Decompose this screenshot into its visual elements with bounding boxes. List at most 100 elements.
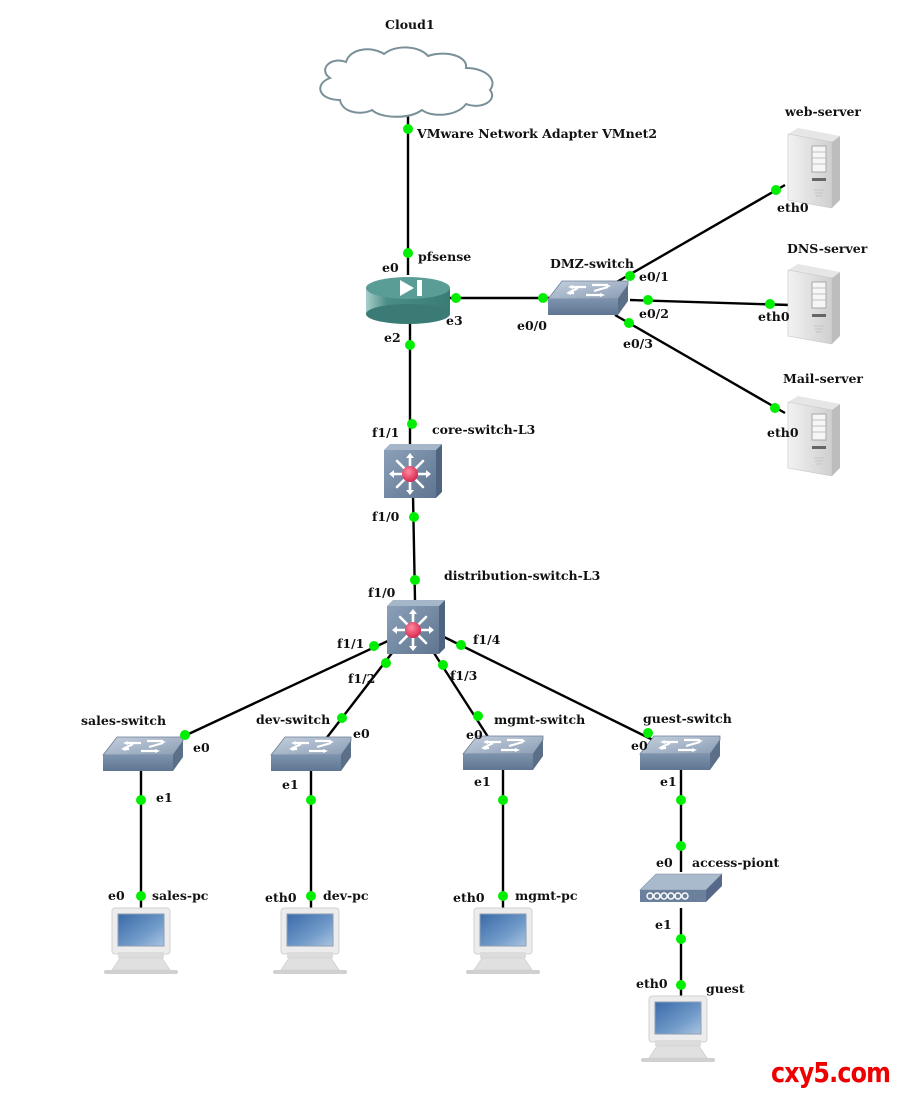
port-dot[interactable] xyxy=(369,641,379,651)
port-dot[interactable] xyxy=(403,248,413,258)
link-dist-guest[interactable] xyxy=(443,635,656,743)
port-label: f1/1 xyxy=(372,425,399,440)
port-dot[interactable] xyxy=(438,660,448,670)
watermark: cxy5.com xyxy=(770,1056,891,1089)
port-dot[interactable] xyxy=(498,795,508,805)
node-sales-switch[interactable]: sales-switch xyxy=(81,713,185,773)
port-label: eth0 xyxy=(777,200,809,215)
l3-switch-icon xyxy=(385,598,447,656)
sales-switch-label: sales-switch xyxy=(81,713,166,728)
port-label: eth0 xyxy=(767,425,799,440)
port-label: e1 xyxy=(474,774,491,789)
node-dev-switch[interactable]: dev-switch xyxy=(256,712,353,773)
port-dot[interactable] xyxy=(624,318,634,328)
port-label: e0 xyxy=(353,726,370,741)
node-sales-pc[interactable]: sales-pc xyxy=(103,888,209,975)
link-dmz-web[interactable] xyxy=(614,183,786,285)
node-pfsense[interactable]: pfsense xyxy=(366,249,471,324)
port-dot[interactable] xyxy=(405,340,415,350)
port-label: f1/4 xyxy=(473,632,501,647)
port-label: eth0 xyxy=(453,890,485,905)
sales-pc-label: sales-pc xyxy=(152,888,209,903)
node-mgmt-switch[interactable]: mgmt-switch xyxy=(461,712,585,772)
port-dot[interactable] xyxy=(676,841,686,851)
node-access-point[interactable]: access-piont xyxy=(639,855,779,902)
port-dot[interactable] xyxy=(337,713,347,723)
port-dot[interactable] xyxy=(407,419,417,429)
port-dot[interactable] xyxy=(676,980,686,990)
port-dot[interactable] xyxy=(625,271,635,281)
port-dot[interactable] xyxy=(306,795,316,805)
port-label: eth0 xyxy=(758,309,790,324)
port-label: f1/0 xyxy=(372,509,400,524)
switch-icon xyxy=(638,734,722,772)
port-dot[interactable] xyxy=(771,185,781,195)
port-label: e2 xyxy=(384,330,401,345)
link-dist-dev[interactable] xyxy=(324,652,393,741)
port-dot[interactable] xyxy=(136,891,146,901)
node-mail-server[interactable]: Mail-server xyxy=(783,371,863,477)
firewall-icon xyxy=(366,277,450,324)
server-icon xyxy=(787,263,841,345)
port-dot[interactable] xyxy=(180,730,190,740)
switch-icon xyxy=(101,735,185,773)
port-dot[interactable] xyxy=(456,640,466,650)
node-dev-pc[interactable]: dev-pc xyxy=(272,888,369,975)
port-dot[interactable] xyxy=(306,891,316,901)
port-label: e0/0 xyxy=(517,318,547,333)
server-icon xyxy=(787,127,841,209)
port-label: eth0 xyxy=(636,976,668,991)
port-dot[interactable] xyxy=(770,403,780,413)
port-dot[interactable] xyxy=(538,293,548,303)
pfsense-label: pfsense xyxy=(418,249,471,264)
node-dns-server[interactable]: DNS-server xyxy=(787,241,868,345)
port-label: e3 xyxy=(446,313,463,328)
pc-icon xyxy=(103,907,179,975)
web-server-label: web-server xyxy=(784,104,861,119)
port-dot[interactable] xyxy=(473,711,483,721)
node-cloud1[interactable]: Cloud1 xyxy=(319,17,494,118)
pc-icon xyxy=(640,995,716,1063)
access-point-label: access-piont xyxy=(692,855,779,870)
port-dot[interactable] xyxy=(676,934,686,944)
port-dot[interactable] xyxy=(136,795,146,805)
dev-pc-label: dev-pc xyxy=(323,888,369,903)
link-dist-sales[interactable] xyxy=(179,638,391,740)
cloud-icon xyxy=(319,46,494,118)
node-distribution-switch[interactable]: distribution-switch-L3 xyxy=(385,568,600,656)
node-core-switch[interactable]: core-switch-L3 xyxy=(382,422,535,500)
port-dot[interactable] xyxy=(410,575,420,585)
link-dmz-mail[interactable] xyxy=(614,313,786,415)
port-label: f1/1 xyxy=(337,636,364,651)
port-dot[interactable] xyxy=(381,658,391,668)
node-dmz-switch[interactable]: DMZ-switch xyxy=(546,256,634,317)
port-dot[interactable] xyxy=(409,512,419,522)
port-label: e0 xyxy=(193,740,210,755)
node-guest-switch[interactable]: guest-switch xyxy=(638,711,732,772)
port-label: e0/2 xyxy=(639,306,669,321)
port-dot[interactable] xyxy=(451,293,461,303)
mgmt-pc-label: mgmt-pc xyxy=(515,888,578,903)
port-label: e0/3 xyxy=(623,336,653,351)
port-dot[interactable] xyxy=(643,295,653,305)
mail-server-label: Mail-server xyxy=(783,371,863,386)
l3-switch-icon xyxy=(382,442,444,500)
dmz-switch-label: DMZ-switch xyxy=(550,256,634,271)
guest-label: guest xyxy=(706,981,745,996)
port-label: f1/0 xyxy=(368,585,396,600)
node-mgmt-pc[interactable]: mgmt-pc xyxy=(465,888,578,975)
dns-server-label: DNS-server xyxy=(787,241,868,256)
port-dot[interactable] xyxy=(643,728,653,738)
node-guest-pc[interactable]: guest xyxy=(640,981,745,1063)
port-label: e0 xyxy=(656,855,673,870)
port-label: e0 xyxy=(382,260,399,275)
port-dot[interactable] xyxy=(403,124,413,134)
core-switch-label: core-switch-L3 xyxy=(432,422,535,437)
pc-icon xyxy=(272,907,348,975)
port-dot[interactable] xyxy=(765,299,775,309)
link-dmz-dns[interactable] xyxy=(629,298,791,307)
port-dot[interactable] xyxy=(676,795,686,805)
port-dot[interactable] xyxy=(498,891,508,901)
node-web-server[interactable]: web-server xyxy=(784,104,861,209)
